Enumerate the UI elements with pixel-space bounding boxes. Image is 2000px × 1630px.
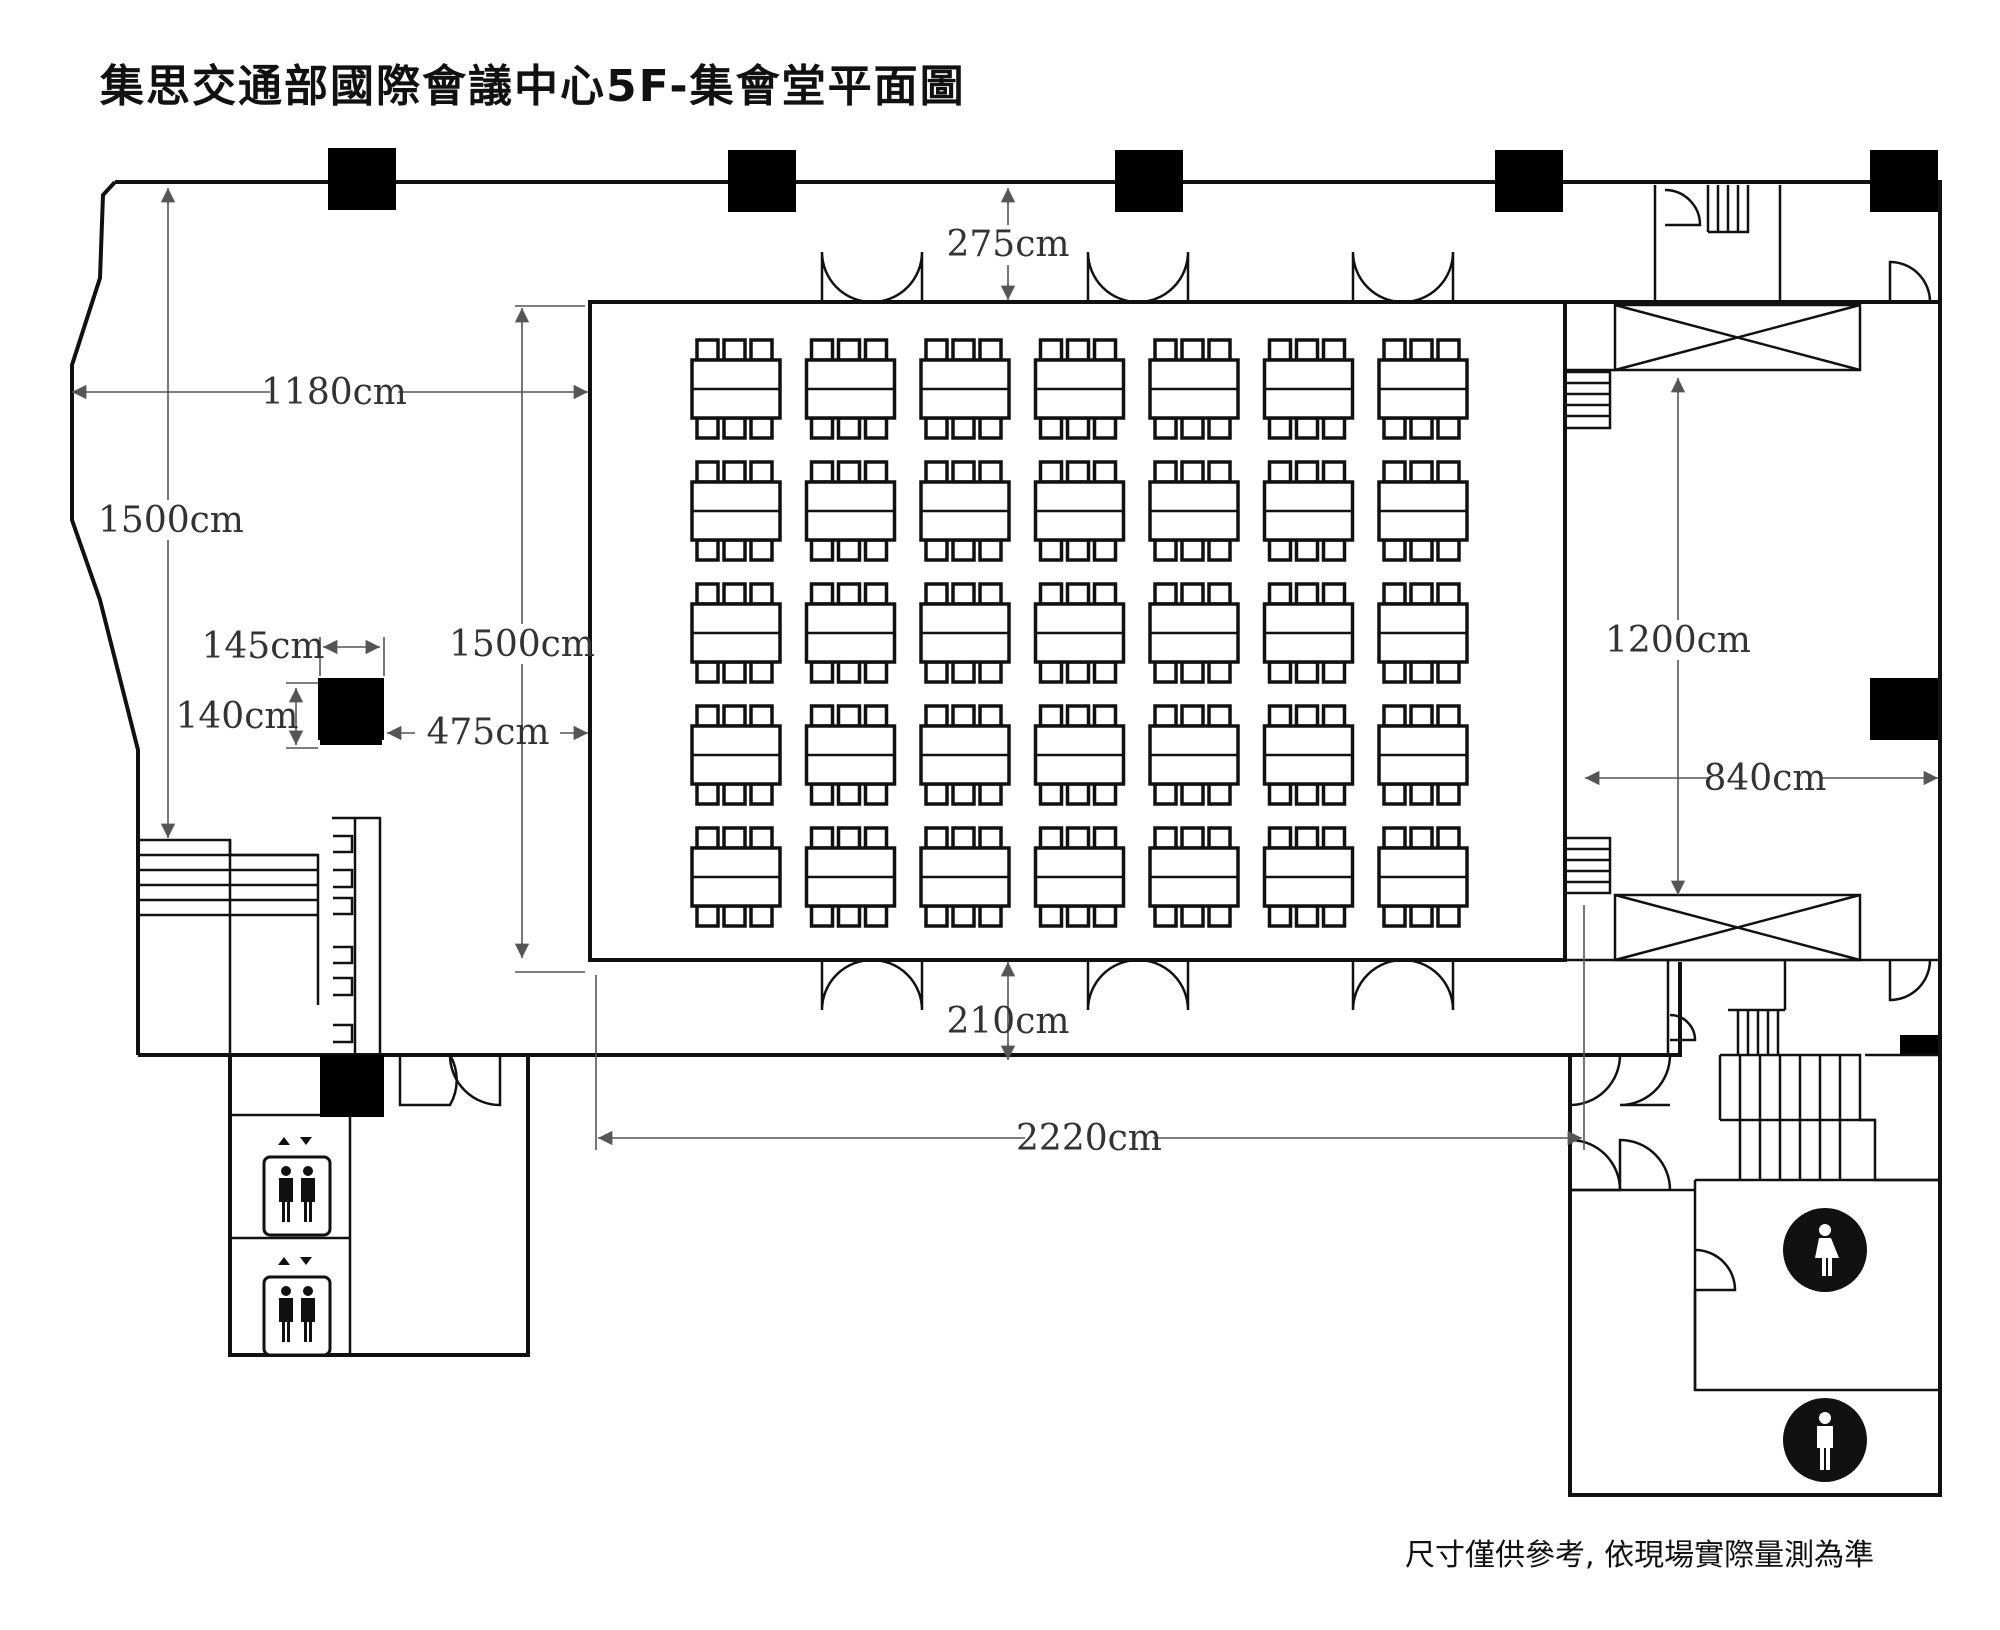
table-with-chairs — [690, 582, 782, 684]
dim-2220: 2220cm — [1016, 1118, 1162, 1159]
table-with-chairs — [690, 338, 782, 440]
table-with-chairs — [919, 460, 1011, 562]
doors — [398, 188, 1932, 1292]
pillar — [1495, 150, 1563, 212]
table-with-chairs — [1377, 704, 1469, 806]
pillar — [328, 148, 396, 210]
dim-840: 840cm — [1703, 758, 1826, 799]
dim-145: 145cm — [201, 626, 324, 667]
table-with-chairs — [690, 460, 782, 562]
dim-1200: 1200cm — [1605, 620, 1751, 661]
table-with-chairs — [804, 338, 897, 440]
table-with-chairs — [1148, 582, 1240, 684]
mens-restroom-icon — [1783, 1398, 1867, 1482]
table-with-chairs — [1377, 338, 1469, 440]
womens-restroom-icon — [1783, 1208, 1867, 1292]
pillar — [1870, 150, 1938, 212]
dim-1500-hall: 1500cm — [449, 624, 595, 665]
pillar — [320, 683, 382, 745]
outer-walls — [70, 180, 1942, 1497]
disclaimer-note: 尺寸僅供參考, 依現場實際量測為準 — [1405, 1538, 1875, 1573]
table-with-chairs — [1033, 460, 1126, 562]
table-with-chairs — [804, 582, 897, 684]
table-with-chairs — [1377, 460, 1469, 562]
table-with-chairs — [1262, 338, 1355, 440]
service-rooms — [1563, 185, 1940, 1392]
table-with-chairs — [1033, 338, 1126, 440]
elevator-icon — [262, 1137, 332, 1237]
table-with-chairs — [919, 704, 1011, 806]
pillar — [1870, 678, 1938, 740]
table-with-chairs — [804, 704, 897, 806]
dimension-labels: 275cm 1180cm 1500cm 1500cm 145cm 140cm 4… — [98, 224, 1826, 1159]
pillar — [1115, 150, 1183, 212]
dim-475: 475cm — [426, 712, 549, 753]
dim-1180: 1180cm — [261, 372, 407, 413]
staircase — [140, 816, 382, 1055]
pillar — [1900, 1035, 1938, 1055]
table-with-chairs — [1148, 460, 1240, 562]
dim-140: 140cm — [175, 696, 298, 737]
table-with-chairs — [1262, 460, 1355, 562]
table-with-chairs — [1033, 582, 1126, 684]
table-with-chairs — [1377, 582, 1469, 684]
table-with-chairs — [804, 460, 897, 562]
table-with-chairs — [690, 826, 782, 928]
table-with-chairs — [1262, 826, 1355, 928]
page-title: 集思交通部國際會議中心5F-集會堂平面圖 — [100, 61, 966, 112]
pillar — [728, 150, 796, 212]
table-with-chairs — [1033, 826, 1126, 928]
table-with-chairs — [1148, 704, 1240, 806]
table-with-chairs — [690, 704, 782, 806]
elevator-icon — [262, 1257, 332, 1357]
table-with-chairs — [1148, 338, 1240, 440]
dim-275: 275cm — [946, 224, 1069, 265]
table-with-chairs — [919, 826, 1011, 928]
table-with-chairs — [1033, 704, 1126, 806]
table-with-chairs — [1377, 826, 1469, 928]
seating-layout — [690, 338, 1469, 928]
table-with-chairs — [919, 582, 1011, 684]
pillar — [320, 1055, 384, 1117]
table-with-chairs — [919, 338, 1011, 440]
table-with-chairs — [1148, 826, 1240, 928]
table-with-chairs — [1262, 582, 1355, 684]
dim-210: 210cm — [946, 1001, 1069, 1042]
table-with-chairs — [1262, 704, 1355, 806]
dim-1500-left: 1500cm — [98, 500, 244, 541]
table-with-chairs — [804, 826, 897, 928]
